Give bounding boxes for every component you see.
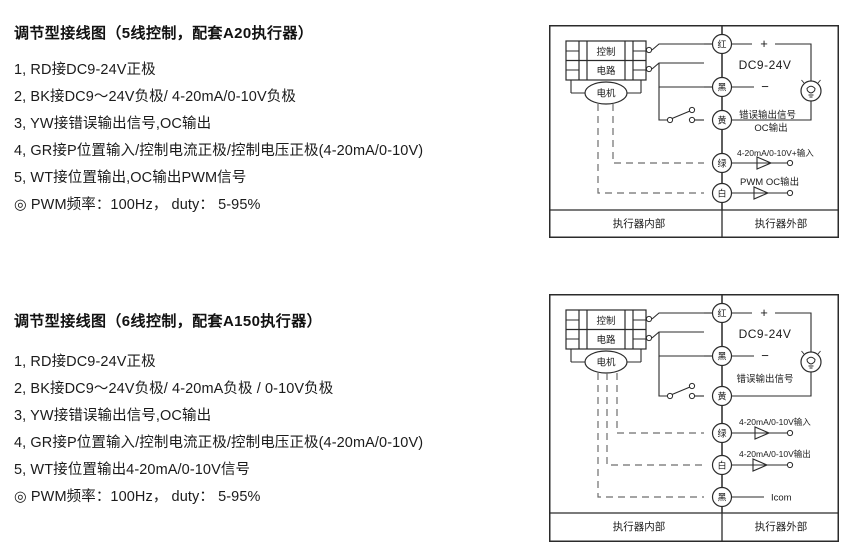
- terminal-green: 绿 4-20mA/0-10V+输入: [711, 148, 814, 174]
- terminal-white: 白 4-20mA/0-10V输出: [711, 449, 811, 476]
- motor-label: 电机: [596, 357, 616, 369]
- control-output-wires: [645, 312, 704, 357]
- lamp-icon: [800, 351, 822, 373]
- terminal-node: [786, 461, 794, 469]
- control-block-label-line1: 控制: [596, 315, 615, 327]
- terminal-red: 红 +: [704, 302, 812, 352]
- lamp-indicator: [732, 350, 822, 397]
- motor-label: 电机: [596, 88, 616, 100]
- terminal-black: 黑 −: [704, 76, 769, 98]
- motor-group: 电机: [570, 80, 642, 105]
- terminal-label: 白: [717, 459, 726, 470]
- footer-outside-label: 执行器外部: [755, 217, 808, 230]
- spec-text-column-1: 调节型接线图（5线控制，配套A20执行器） 1, RD接DC9-24V正极 2,…: [14, 22, 534, 219]
- control-circuit-block: 控制 电路: [565, 309, 647, 350]
- terminal-annotation: PWM OC输出: [740, 176, 799, 188]
- terminal-annotation: 4-20mA/0-10V输出: [739, 449, 811, 459]
- footer-inside-label: 执行器内部: [613, 520, 666, 533]
- motor-symbol: [584, 350, 628, 374]
- motor-feedback-dashed-lines: [597, 373, 704, 498]
- terminal-label: 黑: [717, 82, 726, 92]
- pwm-note-1: ◎ PWM频率：100Hz， duty： 5-95%: [14, 197, 261, 213]
- spec-list-1: 1, RD接DC9-24V正极 2, BK接DC9～24V负极/ 4-20mA/…: [14, 57, 534, 192]
- terminal-label: 黑: [717, 351, 726, 361]
- control-output-wires: [645, 43, 704, 88]
- list-item: 5, WT接位置输出,OC输出PWM信号: [14, 170, 247, 186]
- wiring-diagram-6-wire: 控制 电路 电机: [549, 294, 839, 542]
- terminal-annotation-2: OC输出: [754, 122, 787, 134]
- list-item: 3, YW接错误输出信号,OC输出: [14, 116, 212, 132]
- pwm-note-2: ◎ PWM频率：100Hz， duty： 5-95%: [14, 489, 261, 505]
- plus-sign: +: [760, 36, 768, 51]
- terminal-node: [786, 159, 794, 167]
- plus-sign: +: [760, 305, 768, 320]
- error-output-switch: [658, 356, 704, 400]
- control-block-label-line2: 电路: [596, 65, 616, 77]
- terminal-label: 红: [717, 307, 726, 318]
- terminal-label: 黄: [717, 114, 726, 125]
- terminal-annotation: 错误输出信号: [739, 109, 796, 121]
- wiring-diagram-5-wire: 控制 电路 电机: [549, 25, 839, 238]
- terminal-label: 绿: [717, 157, 726, 168]
- terminal-label: 白: [717, 187, 726, 198]
- error-output-switch: [658, 87, 704, 124]
- error-signal-label: 错误输出信号: [736, 373, 793, 385]
- list-item: 2, BK接DC9～24V负极/ 4-20mA负极 / 0-10V负极: [14, 381, 334, 397]
- control-block-label-line1: 控制: [596, 46, 615, 58]
- diagram-border: [549, 25, 839, 238]
- terminal-label: 绿: [717, 427, 726, 438]
- power-supply-label: DC9-24V: [739, 58, 792, 72]
- signal-arrow-icon: [756, 156, 773, 170]
- footer-inside-label: 执行器内部: [613, 217, 666, 230]
- terminal-label: 红: [717, 38, 726, 49]
- minus-sign: −: [761, 79, 769, 94]
- terminal-white: 白 PWM OC输出: [711, 176, 799, 204]
- list-item: 1, RD接DC9-24V正极: [14, 354, 156, 370]
- footer-outside-label: 执行器外部: [755, 520, 808, 533]
- terminal-label: 黑: [717, 492, 726, 502]
- list-item: 2, BK接DC9～24V负极/ 4-20mA/0-10V负极: [14, 89, 296, 105]
- lamp-icon: [800, 80, 822, 102]
- power-supply-label: DC9-24V: [739, 327, 792, 341]
- terminal-green: 绿 4-20mA/0-10V输入: [711, 417, 811, 444]
- terminal-annotation: 4-20mA/0-10V+输入: [737, 148, 814, 158]
- signal-arrow-icon: [754, 426, 771, 440]
- motor-feedback-dashed-lines: [597, 104, 704, 194]
- terminal-node: [786, 189, 794, 197]
- lamp-indicator: [732, 79, 822, 121]
- diagram-border: [549, 294, 839, 542]
- motor-group: 电机: [570, 349, 642, 374]
- page-title-1: 调节型接线图（5线控制，配套A20执行器）: [14, 25, 314, 42]
- motor-symbol: [584, 81, 628, 105]
- list-item: 5, WT接位置输出4-20mA/0-10V信号: [14, 462, 251, 478]
- list-item: 3, YW接错误输出信号,OC输出: [14, 408, 212, 424]
- terminal-yellow: 黄 错误输出信号 OC输出: [711, 109, 796, 134]
- control-circuit-block: 控制 电路: [565, 40, 647, 81]
- wiring-diagram-svg-2: 控制 电路 电机: [549, 294, 839, 542]
- terminal-yellow: 黄: [711, 385, 733, 407]
- list-item: 4, GR接P位置输入/控制电流正极/控制电压正极(4-20mA/0-10V): [14, 143, 424, 159]
- terminal-label: 黄: [717, 390, 726, 401]
- terminal-black-negative: 黑 −: [704, 345, 769, 367]
- list-item: 4, GR接P位置输入/控制电流正极/控制电压正极(4-20mA/0-10V): [14, 435, 424, 451]
- spec-list-2: 1, RD接DC9-24V正极 2, BK接DC9～24V负极/ 4-20mA负…: [14, 349, 534, 484]
- terminal-node: [786, 429, 794, 437]
- signal-arrow-icon: [752, 458, 769, 472]
- spec-text-column-2: 调节型接线图（6线控制，配套A150执行器） 1, RD接DC9-24V正极 2…: [14, 310, 534, 511]
- page-title-2: 调节型接线图（6线控制，配套A150执行器）: [14, 313, 323, 330]
- terminal-black-icom: 黑 Icom: [711, 486, 792, 508]
- list-item: 1, RD接DC9-24V正极: [14, 62, 156, 78]
- terminal-red: 红 +: [704, 33, 812, 81]
- control-block-label-line2: 电路: [596, 334, 616, 346]
- terminal-annotation: 4-20mA/0-10V输入: [739, 417, 811, 427]
- wiring-diagram-svg-1: 控制 电路 电机: [549, 25, 839, 238]
- signal-arrow-icon: [753, 186, 770, 200]
- minus-sign: −: [761, 348, 769, 363]
- terminal-annotation: Icom: [771, 493, 792, 504]
